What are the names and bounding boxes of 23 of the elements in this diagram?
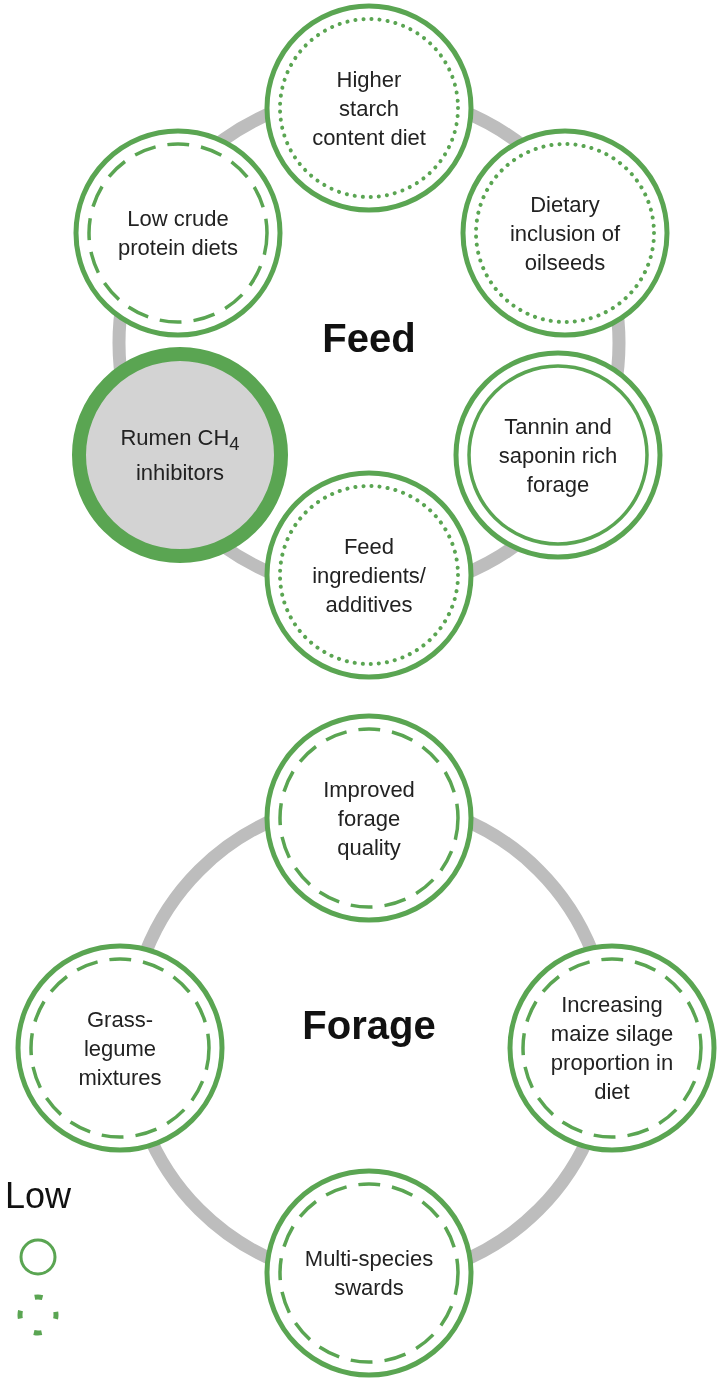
- node-text: Tannin and saponin rich forage: [497, 412, 619, 499]
- node-text: Improved forage quality: [322, 775, 416, 862]
- circle-node: [453, 350, 663, 560]
- circle-node: [507, 943, 717, 1153]
- node-text: Low crude protein diets: [117, 205, 239, 262]
- center-label: Feed: [322, 316, 416, 361]
- circle-node: [264, 713, 474, 923]
- node-text: Feed ingredients/ additives: [311, 532, 427, 619]
- node-text: Increasing maize silage proportion in diet: [549, 991, 675, 1106]
- node-text: Higher starch content diet: [311, 65, 427, 152]
- circle-node: [460, 128, 670, 338]
- circle-node: [73, 128, 283, 338]
- circle-node: [15, 943, 225, 1153]
- center-label: Forage: [302, 1003, 436, 1048]
- circle-node: [72, 347, 288, 563]
- circle-node: [264, 1168, 474, 1378]
- legend-heading: Low: [5, 1175, 72, 1218]
- circle-node: [264, 3, 474, 213]
- node-text: Dietary inclusion of oilseeds: [508, 190, 622, 277]
- circle-node: [264, 470, 474, 680]
- node-text: Multi-species swards: [304, 1245, 434, 1302]
- node-text: Rumen CH$_{4}$ inhibitors: [119, 423, 241, 488]
- node-text: Grass-legume mixtures: [77, 1005, 163, 1092]
